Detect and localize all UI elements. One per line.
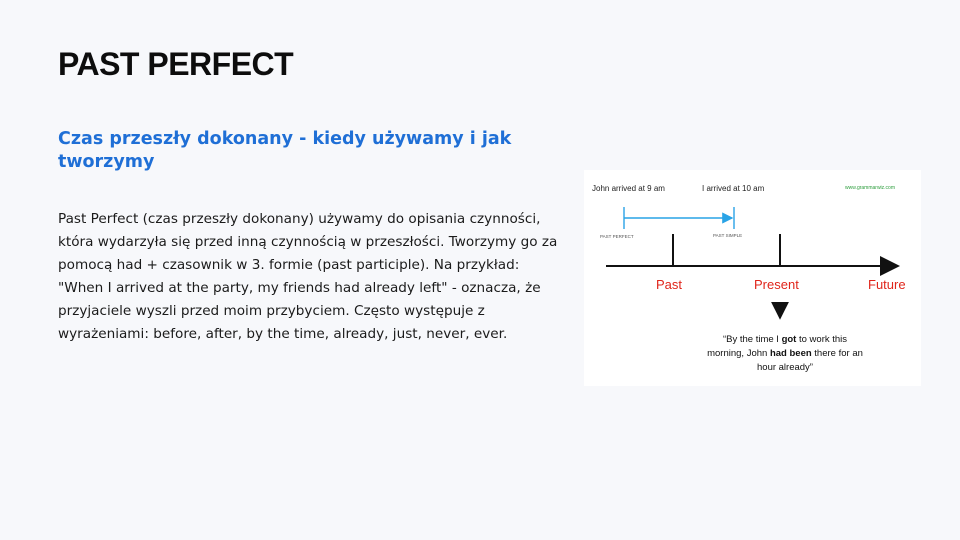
- slide-title: PAST PERFECT: [58, 46, 294, 82]
- quote-line-1: “By the time I got to work this: [723, 334, 847, 345]
- quote-line-2: morning, John had been there for an: [707, 348, 863, 359]
- label-i-arrived: I arrived at 10 am: [702, 184, 765, 193]
- timeline-figure: John arrived at 9 am I arrived at 10 am …: [584, 170, 921, 386]
- tag-past-simple: PAST SIMPLE: [713, 233, 742, 238]
- timeline-diagram: John arrived at 9 am I arrived at 10 am …: [592, 184, 906, 373]
- label-past: Past: [656, 277, 682, 292]
- label-future: Future: [868, 277, 906, 292]
- watermark-text: www.grammarwiz.com: [845, 185, 895, 191]
- slide-subtitle: Czas przeszły dokonany - kiedy używamy i…: [58, 129, 512, 172]
- tag-past-perfect: PAST PERFECT: [600, 234, 634, 239]
- quote-line-3: hour already”: [757, 362, 813, 373]
- label-john-arrived: John arrived at 9 am: [592, 184, 665, 193]
- body-paragraph: Past Perfect (czas przeszły dokonany) uż…: [58, 211, 558, 342]
- label-present: Present: [754, 277, 799, 292]
